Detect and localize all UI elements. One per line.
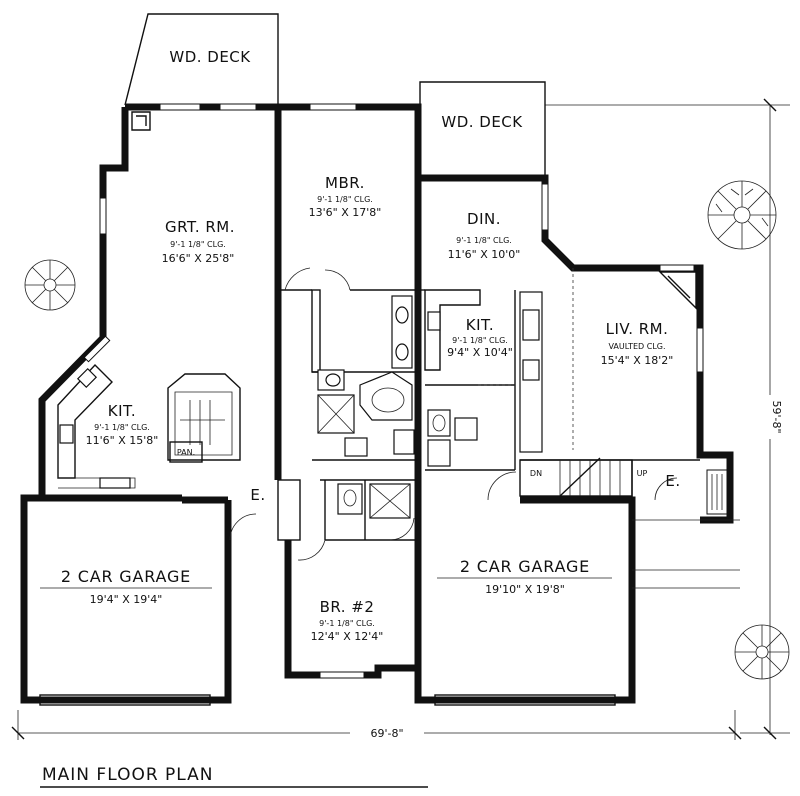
overall-depth-label: 59'-8" — [770, 400, 783, 433]
stair-down-label: DN — [530, 469, 542, 478]
great-room-dims: 16'6" X 25'8" — [162, 252, 235, 265]
deck-outline — [124, 13, 279, 106]
kitchen-right-dims: 9'4" X 10'4" — [447, 346, 513, 359]
kitchen-counter-left — [57, 363, 136, 489]
door-swings — [229, 267, 678, 561]
tree-symbol — [734, 624, 790, 680]
master-bedroom-name: MBR. — [325, 174, 365, 192]
great-room-name: GRT. RM. — [165, 218, 235, 236]
garage-left-dims: 19'4" X 19'4" — [90, 593, 163, 606]
garage-right-name: 2 CAR GARAGE — [460, 557, 590, 576]
kitchen-right-ceiling: 9'-1 1/8" CLG. — [452, 336, 508, 345]
pantry-box — [169, 441, 203, 463]
entry-right-label: E. — [665, 472, 680, 490]
pantry-label: PAN. — [177, 448, 195, 457]
kitchen-left-ceiling: 9'-1 1/8" CLG. — [94, 423, 150, 432]
master-bedroom-ceiling: 9'-1 1/8" CLG. — [317, 195, 373, 204]
dining-name: DIN. — [467, 210, 501, 228]
plan-title: MAIN FLOOR PLAN — [42, 765, 214, 785]
deck-label: WD. DECK — [169, 48, 251, 66]
deck-outline — [419, 81, 546, 178]
master-bath-fixtures — [317, 295, 415, 457]
kitchen-left-name: KIT. — [108, 402, 136, 420]
bath-2-fixtures — [337, 483, 411, 519]
kitchen-left-dims: 11'6" X 15'8" — [86, 434, 159, 447]
master-bedroom-dims: 13'6" X 17'8" — [309, 206, 382, 219]
dimension-lines — [11, 98, 790, 742]
garage-right-dims: 19'10" X 19'8" — [485, 583, 565, 596]
garage-doors — [39, 694, 616, 706]
bedroom-2-dims: 12'4" X 12'4" — [311, 630, 384, 643]
entry-left-label: E. — [250, 486, 265, 504]
windows — [83, 103, 728, 679]
great-room-ceiling: 9'-1 1/8" CLG. — [170, 240, 226, 249]
deck-label: WD. DECK — [441, 113, 523, 131]
kitchen-right-name: KIT. — [466, 316, 494, 334]
bedroom-2-name: BR. #2 — [320, 598, 375, 616]
living-room-ceiling: VAULTED CLG. — [608, 342, 665, 351]
stair-right — [519, 457, 633, 497]
fireplace-symbol — [658, 271, 697, 310]
overall-width-label: 69'-8" — [370, 727, 403, 740]
dining-dims: 11'6" X 10'0" — [448, 248, 521, 261]
garage-left-name: 2 CAR GARAGE — [61, 567, 191, 586]
bedroom-2-ceiling: 9'-1 1/8" CLG. — [319, 619, 375, 628]
dining-ceiling: 9'-1 1/8" CLG. — [456, 236, 512, 245]
tree-symbol — [707, 180, 777, 250]
stair-left — [167, 373, 241, 461]
fireplace-symbol — [131, 111, 151, 131]
front-walk — [632, 519, 740, 589]
tree-symbol — [24, 259, 76, 311]
living-room-name: LIV. RM. — [606, 320, 669, 338]
living-room-dims: 15'4" X 18'2" — [601, 354, 674, 367]
kitchen-counter-right — [424, 289, 543, 467]
stair-up-label: UP — [637, 469, 648, 478]
